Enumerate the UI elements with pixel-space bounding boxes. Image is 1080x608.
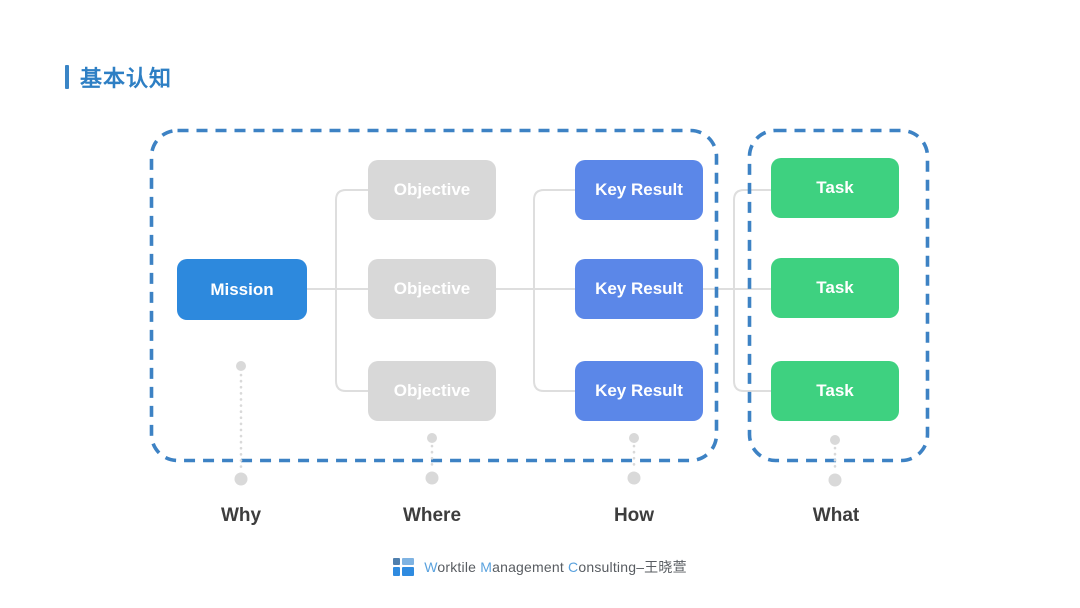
connector-keyresults-to-tasks <box>703 189 771 392</box>
footer-initial-m: M <box>480 559 493 575</box>
section-title: 基本认知 <box>65 61 172 93</box>
where-indicator-line <box>425 433 439 485</box>
column-label-what: What <box>812 505 860 526</box>
how-indicator-line <box>627 433 641 485</box>
connector-objectives-to-keyresults <box>496 189 575 392</box>
footer-consulting-rest: onsulting–王晓萱 <box>578 559 687 575</box>
footer: Worktile Management Consulting–王晓萱 <box>0 557 1080 577</box>
task-node-3: Task <box>771 361 899 421</box>
what-indicator-line <box>828 435 842 487</box>
task-node-2: Task <box>771 258 899 318</box>
footer-initial-w: W <box>424 559 438 575</box>
task-node-1: Task <box>771 158 899 218</box>
footer-management-rest: anagement <box>492 559 569 575</box>
worktile-logo-icon <box>393 557 415 577</box>
title-accent-bar <box>65 65 69 89</box>
column-label-why: Why <box>220 505 262 526</box>
footer-initial-c: C <box>568 559 579 575</box>
okr-dashed-frame <box>149 128 719 463</box>
connector-mission-to-objectives <box>307 189 368 392</box>
footer-worktile-rest: orktile <box>437 559 481 575</box>
column-label-how: How <box>613 505 655 526</box>
footer-credit: Worktile Management Consulting–王晓萱 <box>424 557 687 577</box>
page-title: 基本认知 <box>80 66 173 91</box>
objective-node-2: Objective <box>368 259 496 319</box>
key-result-node-1: Key Result <box>575 160 703 220</box>
key-result-node-2: Key Result <box>575 259 703 319</box>
mission-node: Mission <box>177 259 307 320</box>
key-result-node-3: Key Result <box>575 361 703 421</box>
objective-node-3: Objective <box>368 361 496 421</box>
why-indicator-line <box>234 361 248 486</box>
objective-node-1: Objective <box>368 160 496 220</box>
task-dashed-frame <box>747 128 930 463</box>
column-label-where: Where <box>402 505 462 526</box>
